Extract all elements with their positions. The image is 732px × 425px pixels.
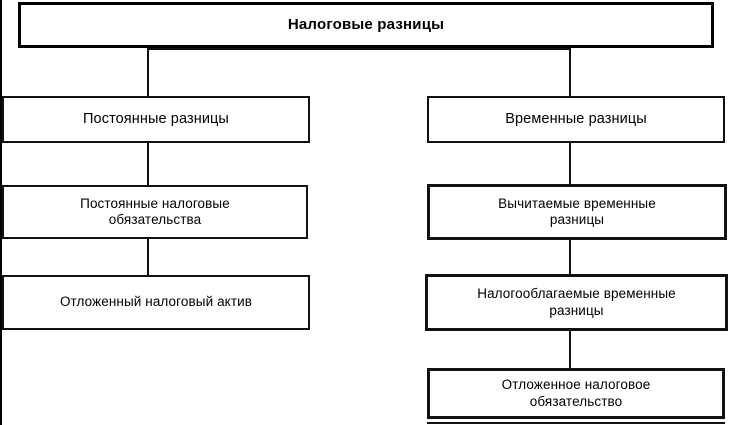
node-clipped-bottom-edge (427, 422, 725, 424)
page-frame-border (0, 0, 2, 425)
node-label: Налоговые разницы (287, 15, 445, 33)
node-permanent-differences: Постоянные разницы (2, 96, 310, 143)
connector-root-to-left-branch (147, 48, 149, 96)
node-label: Временные разницы (505, 110, 647, 127)
connector-temporary-to-child-2 (569, 240, 571, 274)
connector-permanent-to-child-2 (147, 239, 149, 275)
node-label: Постоянные разницы (83, 110, 229, 127)
node-deferred-tax-asset: Отложенный налоговый актив (2, 275, 310, 330)
node-temporary-differences: Временные разницы (427, 96, 725, 143)
node-root-tax-differences: Налоговые разницы (18, 2, 714, 48)
node-label: Отложенный налоговый актив (59, 294, 253, 310)
connector-root-horizontal (147, 48, 570, 50)
connector-root-to-right-branch (569, 48, 571, 96)
connector-permanent-to-child-1 (147, 143, 149, 185)
connector-temporary-to-child-3 (569, 331, 571, 368)
connector-temporary-to-child-1 (569, 143, 571, 184)
